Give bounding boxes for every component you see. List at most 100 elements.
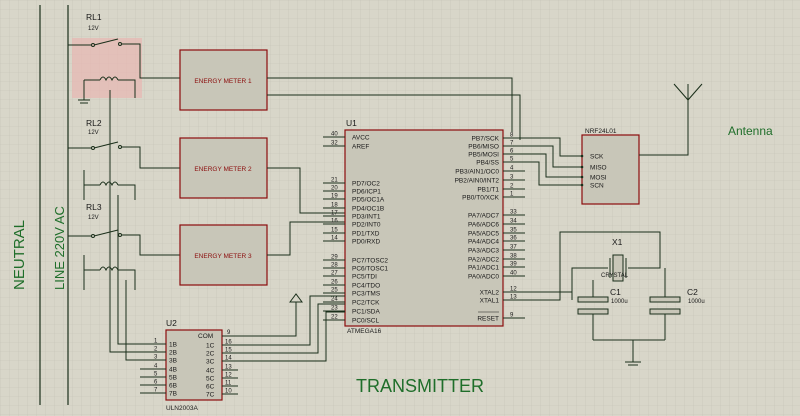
driver-ref: U2 [166, 318, 177, 328]
driver-input-name: 2B [169, 350, 177, 357]
power-arrow [238, 293, 303, 337]
mcu-right-pins: 8PB7/SCK7PB6/MISO6PB5/MOSI5PB4/SS4PB3/AI… [455, 133, 525, 323]
mcu-left-pin-num: 29 [331, 255, 338, 261]
mcu-left-pin-num: 23 [331, 306, 338, 312]
mcu-right-pin-name: PA2/ADC2 [468, 257, 499, 264]
radio-pin-dot [580, 183, 584, 187]
mcu-left-pin-num: 32 [331, 141, 338, 147]
driver-input-num: 1 [154, 339, 158, 345]
mcu-left-pin-name: PD5/OC1A [352, 197, 385, 204]
mcu-right-pin-num: 33 [510, 210, 517, 216]
mcu-right-pin-num: 38 [510, 254, 517, 260]
driver-output-num: 15 [225, 348, 232, 354]
mcu-right-pin-num: 37 [510, 245, 517, 251]
wire-rl3-coil [125, 280, 140, 361]
wire-rl1-meter [139, 48, 180, 79]
mcu-left-pin-num: 14 [331, 236, 338, 242]
wire-pc1-out [238, 311, 345, 362]
crystal-x1[interactable]: X1 CRYSTAL [601, 237, 629, 282]
antenna-label: Antenna [728, 124, 773, 138]
driver-input-name: 5B [169, 375, 177, 382]
driver-input-name: 1B [169, 342, 177, 349]
mcu-left-pin-num: 18 [331, 203, 338, 209]
ground-symbol [593, 339, 665, 366]
energy-meter-1-label: ENERGY METER 1 [194, 78, 252, 85]
driver-body [165, 329, 223, 401]
antenna [639, 83, 703, 156]
crystal-value: CRYSTAL [601, 273, 629, 279]
mcu-right-pin-name: RESET [477, 316, 499, 323]
c2-ref: C2 [687, 287, 698, 297]
mcu-right-pin-num: 13 [510, 295, 517, 301]
mcu-left-pin-name: AVCC [352, 135, 370, 142]
relay-rl2[interactable]: RL2 12V [68, 118, 141, 200]
radio-pin-label: SCN [590, 183, 604, 190]
driver-output-name: 3C [206, 359, 215, 366]
c1-ref: C1 [610, 287, 621, 297]
mcu-right-pin-name: PA3/ADC3 [468, 248, 499, 255]
wire-rl1-coil [109, 90, 140, 353]
driver-input-num: 7 [154, 388, 158, 394]
relay-rl2-ref: RL2 [86, 118, 102, 128]
mcu-left-pin-name: PD2/INT0 [352, 222, 381, 229]
mcu-right-pin-name: PB2/AIN0/INT2 [455, 178, 500, 185]
driver-input-num: 3 [154, 355, 158, 361]
mcu-left-pin-name: PD3/INT1 [352, 214, 381, 221]
mcu-left-pin-num: 19 [331, 194, 338, 200]
mcu-right-pin-num: 12 [510, 287, 517, 293]
relay-rl3[interactable]: RL3 12V [68, 202, 141, 290]
mcu-right-pin-name: XTAL2 [480, 290, 500, 297]
relay-rl1[interactable]: RL1 12V [68, 12, 142, 104]
mcu-right-pin-name: PB4/SS [476, 160, 499, 167]
mcu-right-pin-num: 1 [510, 192, 514, 198]
mcu-left-pin-name: PD0/RXD [352, 239, 380, 246]
driver-part: ULN2003A [166, 405, 198, 412]
mcu-right-pin-num: 35 [510, 228, 517, 234]
energy-meter-3[interactable]: ENERGY METER 3 [179, 224, 268, 286]
mcu-right-pin-num: 3 [510, 175, 514, 181]
wire-xtal1 [525, 231, 661, 301]
mcu-right-pin-num: 34 [510, 219, 517, 225]
driver-input-name: 7B [169, 391, 177, 398]
mcu-right-pin-num: 6 [510, 149, 514, 155]
relay-rl3-value: 12V [88, 215, 99, 221]
energy-meter-3-label: ENERGY METER 3 [194, 253, 252, 260]
c1-value: 1000u [611, 299, 628, 305]
mcu-right-pin-num: 40 [510, 271, 517, 277]
energy-meter-1[interactable]: ENERGY METER 1 [179, 49, 268, 111]
radio-part: NRF24L01 [585, 128, 617, 135]
mcu-left-pin-name: PC0/SCL [352, 318, 379, 325]
mcu-left-pin-num: 16 [331, 219, 338, 225]
mcu-left-pin-name: PD1/TXD [352, 231, 380, 238]
mcu-right-pin-name: XTAL1 [480, 298, 500, 305]
driver-input-name: 4B [169, 367, 177, 374]
capacitor-c2[interactable]: C2 1000u [649, 268, 705, 340]
wire-pc3-out [238, 295, 345, 346]
driver-output-name: 7C [206, 392, 215, 399]
mcu-right-pin-name: PB7/SCK [472, 136, 500, 143]
energy-meter-2[interactable]: ENERGY METER 2 [179, 137, 268, 199]
relay-rl3-ref: RL3 [86, 202, 102, 212]
driver-input-num: 5 [154, 372, 158, 378]
driver-output-name: 6C [206, 384, 215, 391]
wire-rl3-meter [139, 240, 180, 256]
mcu-ref: U1 [346, 118, 357, 128]
mcu-right-pin-num: 9 [510, 313, 514, 319]
driver-com-num: 9 [227, 330, 231, 336]
driver-output-num: 13 [225, 365, 232, 371]
mcu-right-pin-num: 39 [510, 262, 517, 268]
mcu-right-pin-num: 4 [510, 166, 514, 172]
driver-input-num: 4 [154, 364, 158, 370]
mcu-right-pin-name: PB3/AIN1/OC0 [455, 169, 499, 176]
relay-rl1-ref: RL1 [86, 12, 102, 22]
mcu-left-pin-num: 17 [331, 211, 338, 217]
capacitor-c1[interactable]: C1 1000u [571, 268, 628, 340]
mcu-left-pin-name: PC7/TOSC2 [352, 258, 388, 265]
